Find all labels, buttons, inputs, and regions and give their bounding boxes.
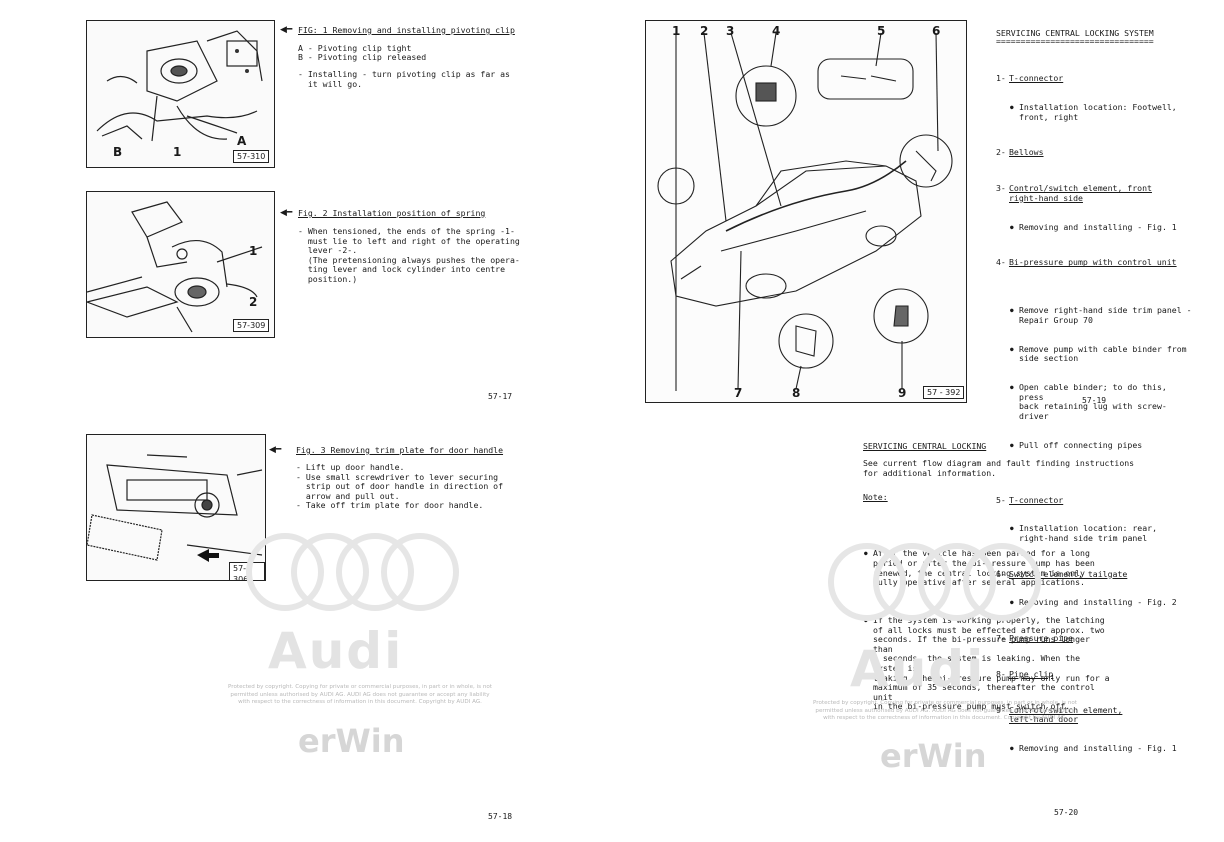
erwin-watermark: erWin bbox=[298, 722, 405, 760]
audi-brand-watermark: Audi bbox=[268, 622, 404, 680]
copyright-notice: Protected by copyright. Copying for priv… bbox=[813, 700, 1077, 721]
item-bullet: Remove pump with cable binder from side … bbox=[1009, 344, 1196, 364]
copyright-notice: Protected by copyright. Copying for priv… bbox=[228, 684, 492, 705]
item-label: Bellows bbox=[1009, 147, 1044, 158]
audi-rings-watermark bbox=[246, 533, 459, 611]
audi-rings-watermark bbox=[828, 543, 1041, 621]
page-number: 57-17 bbox=[488, 392, 513, 401]
pointer-arrow-icon: ◀━ bbox=[280, 25, 293, 35]
figure-id: 57-310 bbox=[233, 150, 270, 163]
callout-8: 8 bbox=[792, 386, 801, 400]
intro-text: See current flow diagram and fault findi… bbox=[863, 458, 1135, 478]
page-number: 57-18 bbox=[488, 812, 513, 821]
audi-brand-watermark: Audi bbox=[850, 640, 986, 698]
list-item: 3- Control/switch element, front right-h… bbox=[996, 183, 1196, 233]
list-item: 1- T-connector Installation location: Fo… bbox=[996, 73, 1196, 122]
figure-id: 57 - 392 bbox=[923, 386, 965, 399]
callout-3: 3 bbox=[726, 24, 735, 38]
door-handle-illustration bbox=[87, 454, 263, 562]
list-item: 2- Bellows bbox=[996, 147, 1044, 158]
page-number: 57-20 bbox=[1054, 808, 1079, 817]
fig1-heading: FIG: 1 Removing and installing pivoting … bbox=[298, 25, 515, 35]
callout-1: 1 bbox=[672, 24, 681, 38]
callout-2: 2 bbox=[700, 24, 709, 38]
fig1-note: - Installing - turn pivoting clip as far… bbox=[298, 69, 510, 89]
figure-pivoting-clip: A B 1 57-310 bbox=[86, 20, 275, 168]
pointer-arrow-icon: ◀━ bbox=[280, 208, 293, 218]
figure-door-handle-trim: 57-306 bbox=[86, 434, 266, 581]
callout-9: 9 bbox=[898, 386, 907, 400]
callout-4: 4 bbox=[772, 24, 781, 38]
item-bullet: Remove right-hand side trim panel - Repa… bbox=[1009, 305, 1196, 325]
item-bullet: Open cable binder; to do this, press bac… bbox=[1009, 382, 1196, 421]
figure-spring-position: 1 2 57-309 bbox=[86, 191, 275, 338]
item-bullet: Removing and installing - Fig. 2 bbox=[1009, 598, 1177, 608]
callout-2: 2 bbox=[249, 295, 258, 309]
fig3-heading: Fig. 3 Removing trim plate for door hand… bbox=[296, 445, 504, 455]
note-bullet: If the system is working properly, the l… bbox=[863, 615, 1113, 712]
callout-5: 5 bbox=[877, 24, 886, 38]
parts-list: 1- T-connector Installation location: Fo… bbox=[996, 55, 1196, 773]
item-bullet: Removing and installing - Fig. 1 bbox=[1009, 222, 1177, 233]
erwin-watermark: erWin bbox=[880, 737, 987, 775]
callout-7: 7 bbox=[734, 386, 743, 400]
list-item: 5- T-connector Installation location: re… bbox=[996, 494, 1196, 544]
item-label: Control/switch element, front right-hand… bbox=[1009, 183, 1152, 203]
fig2-heading: Fig. 2 Installation position of spring bbox=[298, 208, 486, 218]
note-label: Note: bbox=[863, 492, 888, 502]
callout-6: 6 bbox=[932, 24, 941, 38]
fig1-line-b: B - Pivoting clip released bbox=[298, 52, 427, 62]
list-item: 4- Bi-pressure pump with control unit Re… bbox=[996, 257, 1196, 469]
pivoting-clip-illustration bbox=[96, 30, 263, 142]
item-bullet: Installation location: Footwell, front, … bbox=[1009, 102, 1177, 122]
fig1-line-a: A - Pivoting clip tight bbox=[298, 43, 412, 53]
item-bullet: Removing and installing - Fig. 1 bbox=[1009, 744, 1177, 754]
spring-illustration bbox=[87, 201, 263, 333]
item-label: Bi-pressure pump with control unit bbox=[1008, 257, 1177, 268]
item-label: T-connector bbox=[1009, 494, 1064, 505]
fig3-text: - Lift up door handle. - Use small screw… bbox=[296, 462, 504, 511]
callout-1: 1 bbox=[173, 145, 182, 159]
fig2-text: - When tensioned, the ends of the spring… bbox=[298, 226, 520, 284]
page-number: 57-19 bbox=[1082, 396, 1107, 405]
car-system-illustration bbox=[657, 32, 953, 391]
callout-a: A bbox=[237, 134, 247, 148]
callout-b: B bbox=[113, 145, 123, 159]
item-bullet: Pull off connecting pipes bbox=[1009, 440, 1196, 451]
figure-id: 57-309 bbox=[233, 319, 270, 332]
servicing-title: SERVICING CENTRAL LOCKING bbox=[863, 441, 987, 451]
pointer-arrow-icon: ◀━ bbox=[269, 445, 282, 455]
item-label: T-connector bbox=[1009, 73, 1064, 84]
item-bullet: Installation location: rear, right-hand … bbox=[1009, 523, 1157, 543]
callout-1: 1 bbox=[249, 244, 258, 258]
figure-central-locking-overview: 1 2 3 4 5 6 7 8 9 57 - 392 bbox=[645, 20, 967, 403]
section-rule: ================================ bbox=[996, 36, 1154, 46]
section-title: SERVICING CENTRAL LOCKING SYSTEM bbox=[996, 28, 1154, 38]
